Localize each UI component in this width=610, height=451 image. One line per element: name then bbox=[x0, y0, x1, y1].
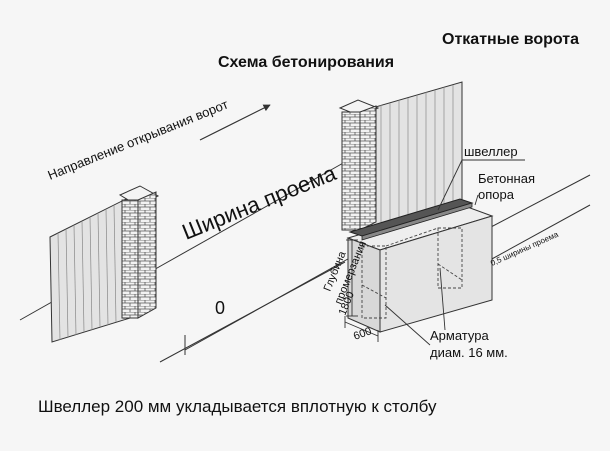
opening-width-label: Ширина проема bbox=[179, 160, 341, 245]
title-sub: Схема бетонирования bbox=[218, 54, 394, 71]
left-fence-panel bbox=[49, 197, 131, 343]
half-opening-label: 0,5 ширины проема bbox=[489, 230, 560, 268]
right-brick-pillar bbox=[338, 99, 380, 231]
channel-beam bbox=[348, 198, 474, 241]
caption: Швеллер 200 мм укладывается вплотную к с… bbox=[38, 397, 437, 416]
direction-arrow bbox=[199, 104, 271, 141]
dimension-1800 bbox=[346, 239, 358, 317]
dimension-600 bbox=[344, 316, 379, 342]
rebar-label-1: Арматура bbox=[430, 328, 489, 343]
opening-direction-label: Направление открывания ворот bbox=[46, 96, 231, 182]
concrete-support-block bbox=[346, 204, 494, 333]
leader-lines bbox=[384, 159, 525, 346]
left-brick-pillar bbox=[118, 185, 160, 319]
right-fence-panel bbox=[371, 81, 463, 229]
zero-label: 0 bbox=[215, 298, 225, 318]
rebar-label-2: диам. 16 мм. bbox=[430, 345, 508, 360]
title-main: Откатные ворота bbox=[442, 31, 579, 48]
concrete-support-label-2: опора bbox=[478, 187, 515, 202]
concrete-support-label-1: Бетонная bbox=[478, 171, 535, 186]
width-600-label: 600 bbox=[352, 325, 373, 343]
channel-label: швеллер bbox=[464, 144, 518, 159]
